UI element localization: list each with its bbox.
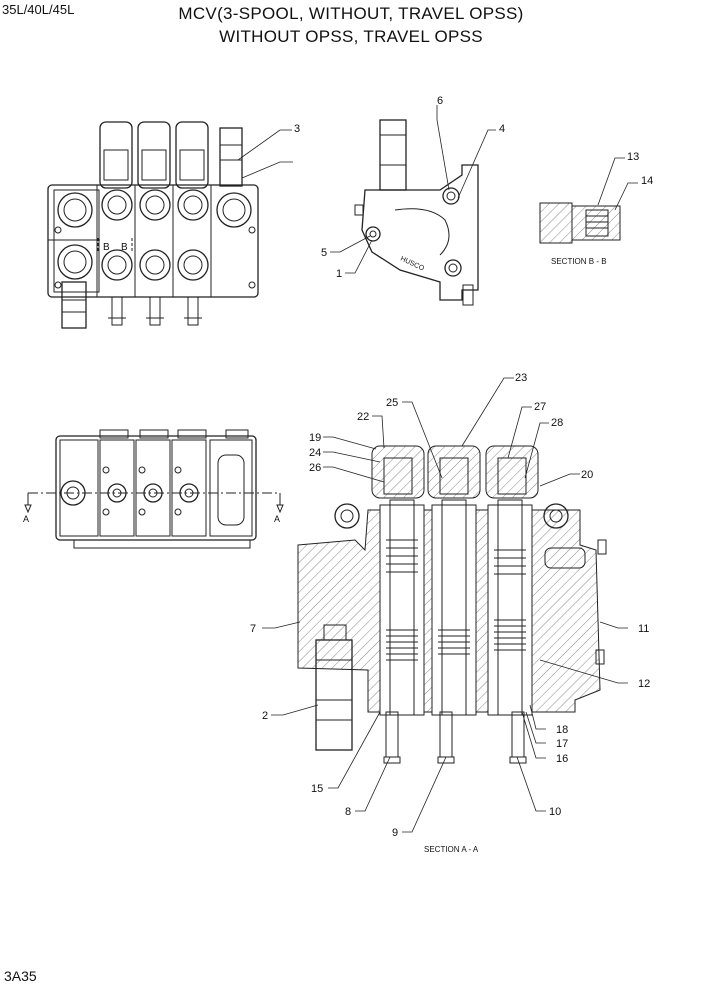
- page-code: 3A35: [4, 968, 37, 984]
- callout-12: 12: [638, 678, 650, 690]
- section-aa-label: SECTION A - A: [424, 845, 479, 854]
- section-aa-view: [297, 445, 607, 764]
- callout-1: 1: [336, 268, 342, 280]
- callout-23: 23: [515, 372, 527, 384]
- section-bb-label: SECTION B - B: [551, 257, 607, 266]
- view-mark-b-right: B: [121, 242, 128, 253]
- callout-26: 26: [309, 462, 321, 474]
- callout-27: 27: [534, 401, 546, 413]
- body-stamp: HUSCO: [399, 255, 425, 272]
- view-mark-a-left: A: [23, 514, 29, 524]
- callout-15: 15: [311, 783, 323, 795]
- callout-16: 16: [556, 753, 568, 765]
- callout-20: 20: [581, 469, 593, 481]
- side-view: [354, 119, 479, 306]
- callout-8: 8: [345, 806, 351, 818]
- callout-17: 17: [556, 738, 568, 750]
- callout-22: 22: [357, 411, 369, 423]
- diagram-title: MCV(3-SPOOL, WITHOUT, TRAVEL OPSS): [178, 4, 524, 23]
- callout-10: 10: [549, 806, 561, 818]
- callout-9: 9: [392, 827, 398, 839]
- callout-5: 5: [321, 247, 327, 259]
- section-bb-view: [539, 202, 621, 244]
- callout-19: 19: [309, 432, 321, 444]
- view-mark-b-left: B: [103, 242, 110, 253]
- diagram-subtitle: WITHOUT OPSS, TRAVEL OPSS: [219, 27, 483, 46]
- callout-13: 13: [627, 151, 639, 163]
- leader-lines: [237, 105, 638, 833]
- callout-28: 28: [551, 417, 563, 429]
- callout-24: 24: [309, 447, 321, 459]
- callout-11: 11: [638, 623, 649, 635]
- callout-14: 14: [641, 175, 653, 187]
- callout-18: 18: [556, 724, 568, 736]
- view-mark-a-right: A: [274, 514, 280, 524]
- callout-6: 6: [437, 95, 443, 107]
- callout-3: 3: [294, 123, 300, 135]
- callout-7: 7: [250, 623, 256, 635]
- model-label: 35L/40L/45L: [2, 2, 75, 17]
- top-view: [24, 429, 284, 549]
- callout-25: 25: [386, 397, 398, 409]
- callout-numbers: 3 6 4 5 1 13 14 23 25 27 22 28 19 24 26 …: [250, 95, 653, 839]
- callout-4: 4: [499, 123, 505, 135]
- front-view: [47, 121, 259, 329]
- callout-2: 2: [262, 710, 268, 722]
